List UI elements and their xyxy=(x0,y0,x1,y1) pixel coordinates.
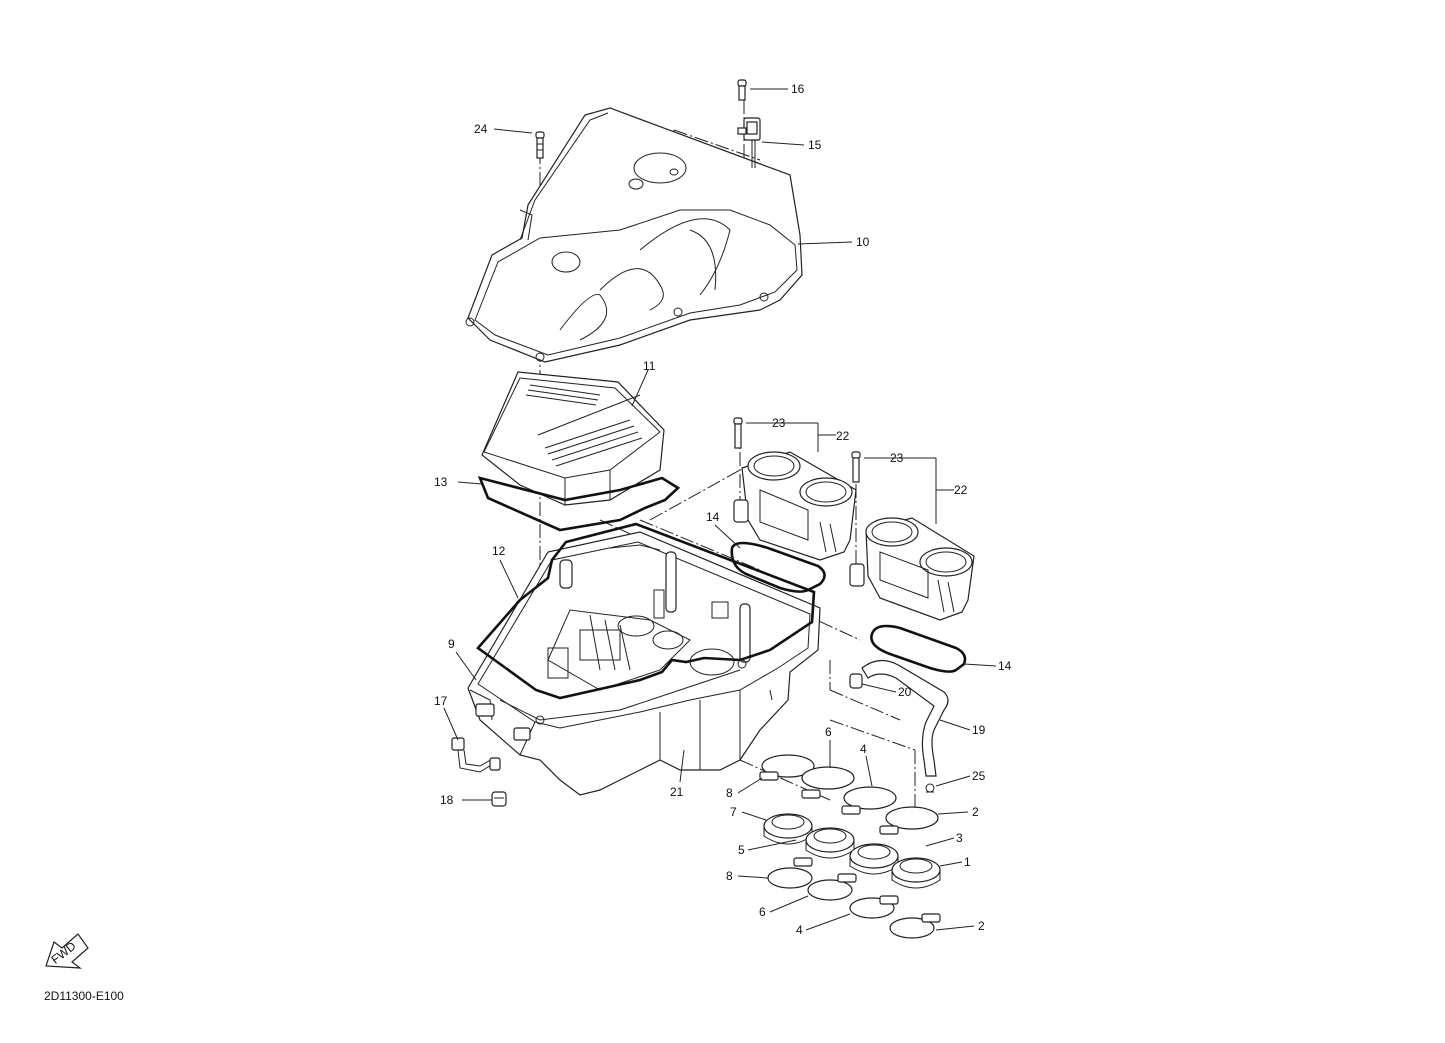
callout-8-lower: 8 xyxy=(726,869,733,883)
callout-8-upper: 8 xyxy=(726,786,733,800)
air-filter-case xyxy=(467,531,821,796)
callout-11: 11 xyxy=(643,359,656,373)
callout-17: 17 xyxy=(434,694,448,708)
callout-1: 1 xyxy=(964,855,971,869)
callout-20: 20 xyxy=(898,685,912,699)
leader-lines xyxy=(443,88,997,931)
callout-25: 25 xyxy=(972,769,986,783)
callout-15: 15 xyxy=(808,138,822,152)
air-filter-case-cover xyxy=(465,107,803,363)
screw-24 xyxy=(535,131,545,159)
breather-hose-19 xyxy=(861,659,949,777)
forward-arrow-icon: FWD xyxy=(45,933,89,969)
callout-16: 16 xyxy=(791,82,805,96)
clip-25 xyxy=(925,783,935,793)
callout-12: 12 xyxy=(492,544,506,558)
intake-air-sensor-15 xyxy=(737,117,761,168)
callout-13: 13 xyxy=(434,475,448,489)
clamps-and-joints xyxy=(759,754,941,939)
callout-labels: 24 16 15 10 11 13 12 14 23 22 23 22 14 2… xyxy=(434,82,1012,937)
callout-4-upper: 4 xyxy=(860,742,867,756)
callout-3: 3 xyxy=(956,831,963,845)
screw-16 xyxy=(737,79,747,101)
air-filter-element xyxy=(481,371,665,506)
filter-seal-13 xyxy=(477,476,681,532)
callout-5: 5 xyxy=(738,843,745,857)
callout-14-lower: 14 xyxy=(998,659,1012,673)
callout-10: 10 xyxy=(856,235,870,249)
intake-joint-22-lower xyxy=(849,517,975,621)
callout-6-lower: 6 xyxy=(759,905,766,919)
callout-22-upper: 22 xyxy=(836,429,850,443)
callout-9: 9 xyxy=(448,637,455,651)
callout-18: 18 xyxy=(440,793,454,807)
callout-2-lower: 2 xyxy=(978,919,985,933)
screw-23-upper xyxy=(733,417,743,449)
callout-2-upper: 2 xyxy=(972,805,979,819)
callout-23-lower: 23 xyxy=(890,451,904,465)
callout-4-lower: 4 xyxy=(796,923,803,937)
filter-pleats xyxy=(525,384,643,467)
callout-24: 24 xyxy=(474,122,488,136)
callout-22-lower: 22 xyxy=(954,483,968,497)
drain-hose-17 xyxy=(451,737,501,773)
case-seal-12 xyxy=(476,522,816,700)
callout-19: 19 xyxy=(972,723,986,737)
callout-14-upper: 14 xyxy=(706,510,720,524)
screw-23-lower xyxy=(851,451,861,483)
drawing-code: 2D11300-E100 xyxy=(44,989,124,1003)
callout-23-upper: 23 xyxy=(772,416,786,430)
hose-clip-20 xyxy=(849,673,863,689)
callout-6-upper: 6 xyxy=(825,725,832,739)
gasket-14-lower xyxy=(870,624,967,673)
intake-joint-22-upper xyxy=(733,451,857,561)
gasket-14-upper xyxy=(730,541,826,593)
drain-plug-18 xyxy=(491,791,507,807)
callout-21: 21 xyxy=(670,785,684,799)
callout-7: 7 xyxy=(730,805,737,819)
